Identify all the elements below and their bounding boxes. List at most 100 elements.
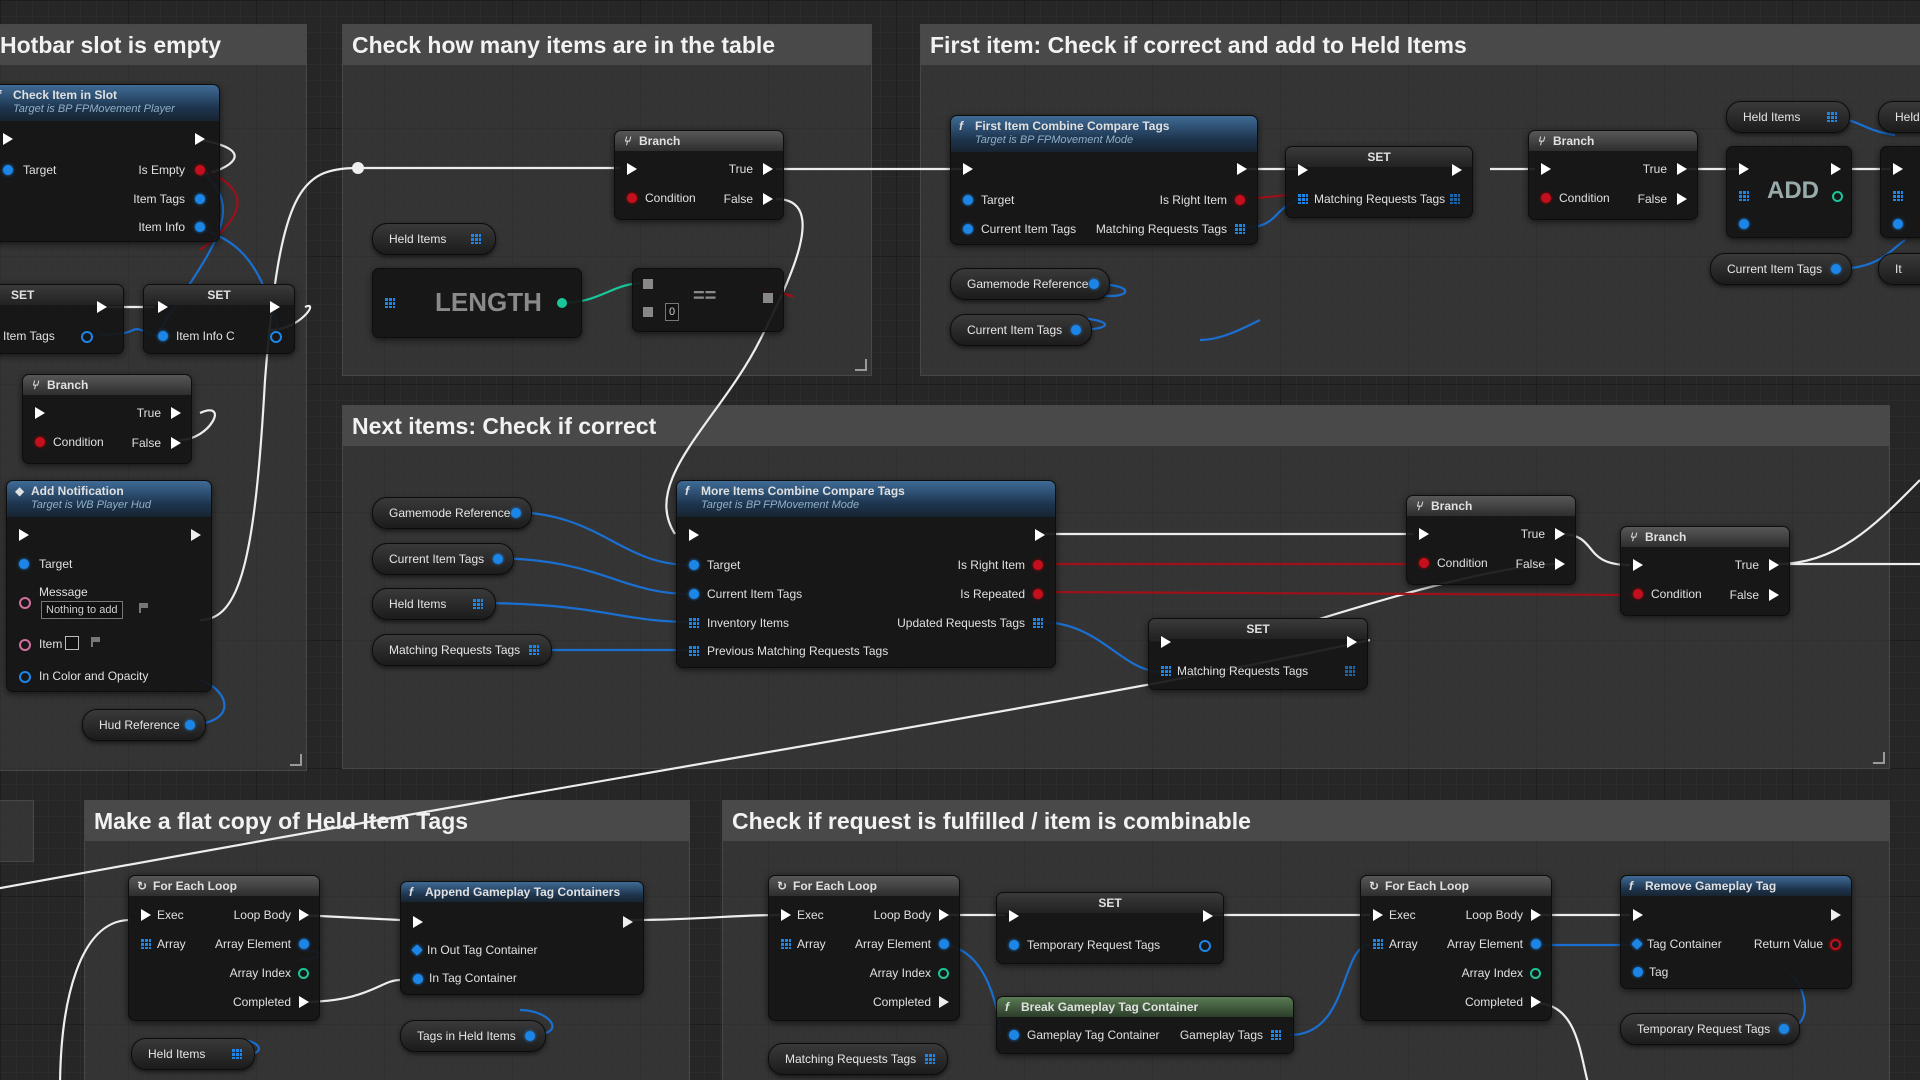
result-pin[interactable] xyxy=(763,293,773,303)
array-pin[interactable] xyxy=(473,599,483,609)
exec-out-pin[interactable] xyxy=(1035,529,1045,541)
resize-handle[interactable] xyxy=(290,754,302,766)
item-info-out-pin[interactable] xyxy=(270,331,282,343)
array-index-pin[interactable] xyxy=(298,968,309,979)
array-in-pin[interactable] xyxy=(385,298,395,308)
gamemode-pin[interactable] xyxy=(511,508,521,518)
matching-in-pin[interactable] xyxy=(1298,194,1308,204)
comment-next-items[interactable]: Next items: Check if correct xyxy=(342,405,1890,769)
array-index-pin[interactable] xyxy=(1530,968,1541,979)
true-pin[interactable] xyxy=(1555,528,1565,540)
var-current-item-tags-next[interactable]: Current Item Tags xyxy=(372,543,514,575)
return-value-pin[interactable] xyxy=(1830,939,1841,950)
array-pin[interactable] xyxy=(1893,191,1903,201)
array-pin[interactable] xyxy=(232,1049,242,1059)
node-set-item-tags[interactable]: SET Item Tags xyxy=(0,284,124,354)
item-info-in-pin[interactable] xyxy=(158,331,168,341)
item-pin[interactable] xyxy=(1893,219,1903,229)
exec-in-pin[interactable] xyxy=(1419,528,1429,540)
node-branch-left[interactable]: ⑂Branch True Condition False xyxy=(22,374,192,464)
var-held-items-next[interactable]: Held Items xyxy=(372,588,496,620)
completed-pin[interactable] xyxy=(939,996,949,1008)
true-pin[interactable] xyxy=(763,163,773,175)
exec-in-pin[interactable] xyxy=(781,909,791,921)
gameplay-tags-out-pin[interactable] xyxy=(1271,1030,1281,1040)
reroute-node[interactable] xyxy=(352,162,364,174)
message-input[interactable]: Nothing to add xyxy=(41,601,123,619)
length-out-pin[interactable] xyxy=(557,298,567,308)
var-matching-requests-next[interactable]: Matching Requests Tags xyxy=(372,634,552,666)
exec-out-pin[interactable] xyxy=(1452,164,1462,176)
is-right-item-pin[interactable] xyxy=(1033,560,1043,570)
node-set-temporary-request-tags[interactable]: SET Temporary Request Tags xyxy=(996,892,1224,964)
node-length[interactable]: LENGTH xyxy=(372,268,582,338)
exec-in-pin[interactable] xyxy=(158,301,168,313)
exec-in-pin[interactable] xyxy=(1161,636,1171,648)
exec-out-pin[interactable] xyxy=(97,301,107,313)
false-pin[interactable] xyxy=(171,437,181,449)
condition-pin[interactable] xyxy=(35,437,45,447)
target-pin[interactable] xyxy=(3,165,13,175)
matching-out-pin[interactable] xyxy=(1345,666,1355,676)
false-pin[interactable] xyxy=(1769,589,1779,601)
var-gamemode-reference-next[interactable]: Gamemode Reference xyxy=(372,497,532,529)
node-branch-top-right[interactable]: ⑂Branch True Condition False xyxy=(1528,130,1698,220)
exec-in-pin[interactable] xyxy=(1739,163,1749,175)
false-pin[interactable] xyxy=(1555,558,1565,570)
node-equals[interactable]: 0 == xyxy=(632,268,784,332)
exec-out-pin[interactable] xyxy=(623,916,633,928)
array-element-pin[interactable] xyxy=(1531,939,1541,949)
array-element-pin[interactable] xyxy=(299,939,309,949)
condition-pin[interactable] xyxy=(1419,558,1429,568)
node-branch-top[interactable]: ⑂Branch True Condition False xyxy=(614,130,784,220)
loop-body-pin[interactable] xyxy=(1531,909,1541,921)
exec-in-pin[interactable] xyxy=(3,133,13,145)
hud-reference-pin[interactable] xyxy=(185,720,195,730)
var-current-item-tags[interactable]: Current Item Tags xyxy=(950,314,1092,346)
exec-out-pin[interactable] xyxy=(1203,910,1213,922)
exec-in-pin[interactable] xyxy=(19,529,29,541)
var-matching-requests-bottom[interactable]: Matching Requests Tags xyxy=(768,1043,948,1075)
condition-pin[interactable] xyxy=(1541,193,1551,203)
exec-out-pin[interactable] xyxy=(191,529,201,541)
matching-out-pin[interactable] xyxy=(1450,194,1460,204)
node-array-add[interactable]: ADD xyxy=(1726,146,1852,238)
comment-partial[interactable] xyxy=(0,800,34,862)
exec-out-pin[interactable] xyxy=(195,133,205,145)
exec-in-pin[interactable] xyxy=(1298,164,1308,176)
exec-in-pin[interactable] xyxy=(141,909,151,921)
array-element-pin[interactable] xyxy=(939,939,949,949)
b-value-input[interactable]: 0 xyxy=(665,303,680,321)
is-empty-pin[interactable] xyxy=(195,165,205,175)
var-current-item-tags-right[interactable]: Current Item Tags xyxy=(1710,253,1852,285)
var-gamemode-reference[interactable]: Gamemode Reference xyxy=(950,268,1110,300)
exec-in-pin[interactable] xyxy=(1633,559,1643,571)
item-pin[interactable] xyxy=(19,639,31,651)
exec-in-pin[interactable] xyxy=(627,163,637,175)
b-pin[interactable] xyxy=(643,307,653,317)
exec-in-pin[interactable] xyxy=(1633,909,1643,921)
node-branch-mid1[interactable]: ⑂Branch True Condition False xyxy=(1406,495,1576,585)
false-pin[interactable] xyxy=(1677,193,1687,205)
item-checkbox[interactable] xyxy=(65,636,79,650)
node-set-matching-top[interactable]: SET Matching Requests Tags xyxy=(1285,146,1473,218)
is-repeated-pin[interactable] xyxy=(1033,589,1043,599)
exec-in-pin[interactable] xyxy=(1541,163,1551,175)
tag-pin[interactable] xyxy=(1633,967,1643,977)
target-pin[interactable] xyxy=(689,560,699,570)
current-item-tags-out-pin[interactable] xyxy=(1071,325,1081,335)
node-branch-mid2[interactable]: ⑂Branch True Condition False xyxy=(1620,526,1790,616)
var-held-items-right[interactable]: Held Items xyxy=(1726,101,1850,133)
exec-in-pin[interactable] xyxy=(689,529,699,541)
matching-in-pin[interactable] xyxy=(1161,666,1171,676)
exec-out-pin[interactable] xyxy=(1831,909,1841,921)
array-pin[interactable] xyxy=(471,234,481,244)
current-item-tags-pin[interactable] xyxy=(1831,264,1841,274)
array-pin[interactable] xyxy=(781,939,791,949)
var-held-items[interactable]: Held Items xyxy=(372,223,496,255)
